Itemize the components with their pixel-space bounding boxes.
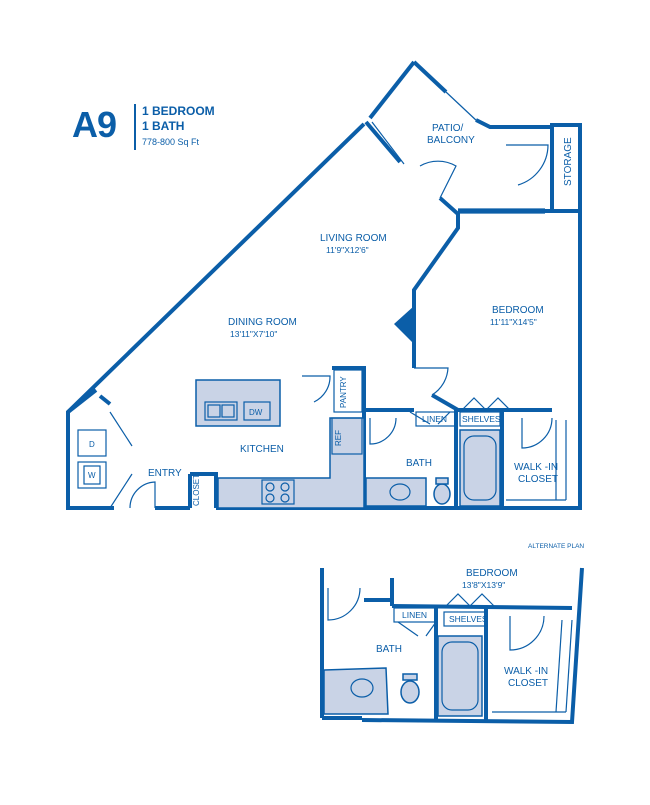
alt-walk-in-closet-label: CLOSET (508, 678, 548, 689)
bathtub-icon (459, 429, 501, 507)
washer-icon (77, 461, 107, 489)
exterior-walls (66, 60, 582, 510)
header-divider (134, 104, 136, 150)
alt-shelves-label: SHELVES (449, 614, 488, 624)
stove-icon (261, 479, 295, 505)
washer-label: W (88, 471, 96, 480)
balcony-label: BALCONY (427, 135, 475, 146)
walk-in-label: WALK -IN (514, 462, 558, 473)
dishwasher-icon (243, 401, 271, 421)
living-room-label: LIVING ROOM (320, 233, 387, 244)
refrigerator-icon (331, 417, 363, 455)
living-room-dimensions: 11'9"X12'6" (326, 245, 369, 255)
bedroom-count: 1 BEDROOM (142, 104, 215, 118)
storage-label: STORAGE (563, 137, 574, 186)
alternate-plan-title: ALTERNATE PLAN (528, 543, 584, 550)
entry-closet-label: CLOSET (192, 474, 201, 506)
entry-label: ENTRY (148, 468, 182, 479)
toilet-icon (433, 483, 451, 505)
alt-bedroom-label: BEDROOM (466, 568, 518, 579)
shelves (459, 411, 501, 427)
square-footage: 778-800 Sq Ft (142, 137, 200, 147)
dining-room-dimensions: 13'11"X7'10" (230, 329, 277, 339)
alt-bedroom-dimensions: 13'8"X13'9" (462, 580, 505, 590)
bath-sink-icon (389, 483, 411, 501)
dining-room-label: DINING ROOM (228, 317, 297, 328)
bedroom-label: BEDROOM (492, 305, 544, 316)
linen-closet (415, 411, 457, 427)
dryer-label: D (89, 440, 95, 449)
patio-label: PATIO/ (432, 123, 464, 134)
walk-in-closet-label: CLOSET (518, 474, 558, 485)
alt-bath-label: BATH (376, 644, 402, 655)
kitchen-island (195, 379, 281, 427)
kitchen-label: KITCHEN (240, 444, 284, 455)
dryer-icon (77, 429, 107, 457)
bath-count: 1 BATH (142, 119, 185, 133)
bath-label: BATH (406, 458, 432, 469)
linen-label: LINEN (422, 414, 447, 424)
pantry-label: PANTRY (339, 376, 348, 408)
bath-vanity (365, 477, 427, 507)
shelves-label: SHELVES (462, 414, 501, 424)
fireplace-icon (394, 306, 414, 344)
pantry (333, 369, 363, 413)
kitchen-sink-icon (204, 401, 238, 421)
alt-linen-label: LINEN (402, 610, 427, 620)
door-swings (109, 144, 553, 509)
bedroom-dimensions: 11'11"X14'5" (490, 317, 537, 327)
refrigerator-label: REF (334, 430, 343, 446)
kitchen-counter (217, 417, 365, 509)
alt-walk-in-label: WALK -IN (504, 666, 548, 677)
plan-code: A9 (72, 104, 117, 145)
alternate-plan (320, 567, 584, 725)
dishwasher-label: DW (249, 408, 263, 417)
